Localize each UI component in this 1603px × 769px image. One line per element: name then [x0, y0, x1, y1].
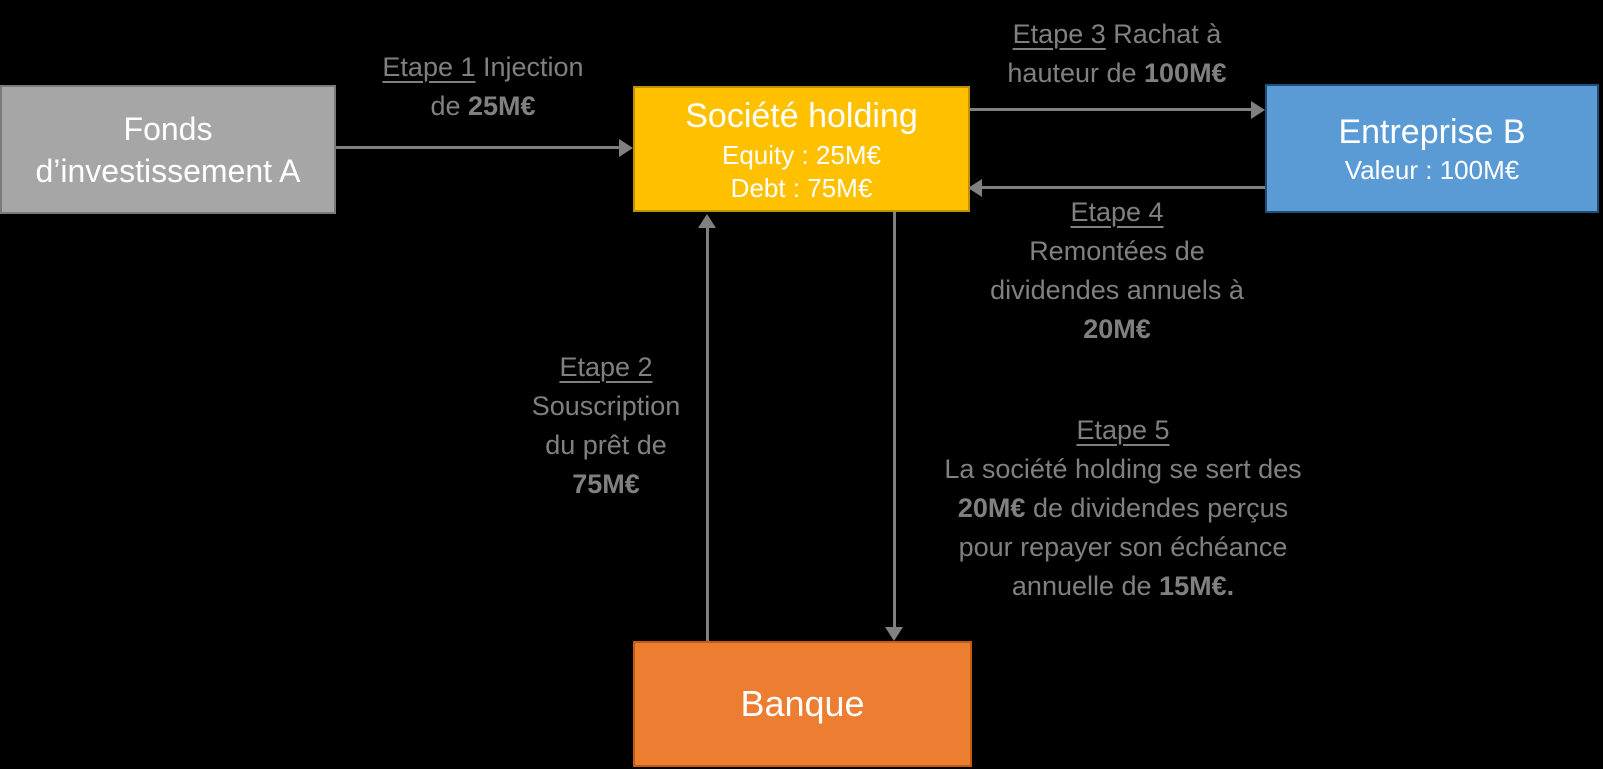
- label-segment: Etape 5: [1076, 415, 1170, 445]
- arrow-etape-1-line: [336, 146, 619, 149]
- label-segment: 75M€: [572, 469, 640, 499]
- arrow-etape-3-line: [970, 108, 1251, 111]
- label-segment: pour repayer son échéance: [958, 532, 1288, 562]
- node-societe-holding: Société holding Equity : 25M€ Debt : 75M…: [633, 86, 970, 212]
- label-line: 20M€ de dividendes perçus: [903, 489, 1343, 528]
- label-segment: Rachat à: [1105, 19, 1222, 49]
- label-segment: de: [430, 91, 468, 121]
- label-segment: Souscription: [531, 391, 681, 421]
- label-segment: de dividendes perçus: [1025, 493, 1289, 523]
- label-line: Remontées de: [917, 232, 1317, 271]
- label-segment: Etape 3: [1012, 19, 1106, 49]
- label-segment: annuelle de: [1011, 571, 1160, 601]
- label-segment: 20M€: [1083, 314, 1151, 344]
- node-banque: Banque: [633, 641, 972, 767]
- arrow-etape-5-line: [893, 212, 896, 627]
- node-fonds-title-line2: d’investissement A: [35, 152, 301, 189]
- label-line: du prêt de: [456, 426, 756, 465]
- label-segment: Remontées de: [1029, 236, 1205, 266]
- label-line: annuelle de 15M€.: [903, 567, 1343, 606]
- label-etape-4: Etape 4 Remontées de dividendes annuels à 2…: [917, 193, 1317, 349]
- node-holding-debt: Debt : 75M€: [730, 173, 873, 203]
- arrow-etape-5-head-down-icon: [885, 627, 903, 641]
- arrow-etape-1-head-right-icon: [619, 139, 633, 157]
- label-line: Etape 4: [917, 193, 1317, 232]
- label-line: dividendes annuels à: [917, 271, 1317, 310]
- node-holding-equity: Equity : 25M€: [722, 140, 881, 170]
- node-entreprise-valeur: Valeur : 100M€: [1344, 155, 1520, 185]
- label-line: Etape 2: [456, 348, 756, 387]
- label-line: 75M€: [456, 465, 756, 504]
- arrow-etape-2-line: [706, 228, 709, 641]
- label-segment: hauteur de: [1007, 58, 1145, 88]
- arrow-etape-4-head-left-icon: [968, 179, 982, 197]
- node-banque-title: Banque: [740, 683, 865, 724]
- arrow-etape-3-head-right-icon: [1251, 101, 1265, 119]
- label-line: 20M€: [917, 310, 1317, 349]
- arrow-etape-4-line: [982, 186, 1265, 189]
- label-segment: Etape 4: [1070, 197, 1164, 227]
- label-line: Etape 1 Injection: [323, 48, 643, 87]
- label-line: Etape 5: [903, 411, 1343, 450]
- label-line: La société holding se sert des: [903, 450, 1343, 489]
- label-segment: Etape 1: [382, 52, 476, 82]
- label-line: de 25M€: [323, 87, 643, 126]
- label-line: Souscription: [456, 387, 756, 426]
- label-line: Etape 3 Rachat à: [917, 15, 1317, 54]
- node-entreprise-b: Entreprise B Valeur : 100M€: [1265, 84, 1599, 213]
- label-segment: 20M€: [957, 493, 1026, 523]
- label-etape-5: Etape 5 La société holding se sert des 20M…: [903, 411, 1343, 606]
- label-line: pour repayer son échéance: [903, 528, 1343, 567]
- label-segment: dividendes annuels à: [990, 275, 1244, 305]
- label-etape-2: Etape 2 Souscription du prêt de 75M€: [456, 348, 756, 504]
- arrow-etape-2-head-up-icon: [698, 214, 716, 228]
- label-line: hauteur de 100M€: [917, 54, 1317, 93]
- node-holding-title: Société holding: [685, 97, 918, 135]
- node-entreprise-title: Entreprise B: [1338, 113, 1526, 151]
- label-segment: 25M€: [468, 91, 536, 121]
- label-segment: du prêt de: [545, 430, 667, 460]
- label-segment: Etape 2: [559, 352, 653, 382]
- label-segment: 100M€: [1144, 58, 1227, 88]
- node-fonds-investissement-a: Fonds d’investissement A: [0, 85, 336, 214]
- label-segment: Injection: [475, 52, 584, 82]
- node-fonds-title-line1: Fonds: [123, 110, 213, 147]
- label-segment: La société holding se sert des: [944, 454, 1302, 484]
- label-segment: 15M€.: [1159, 571, 1235, 601]
